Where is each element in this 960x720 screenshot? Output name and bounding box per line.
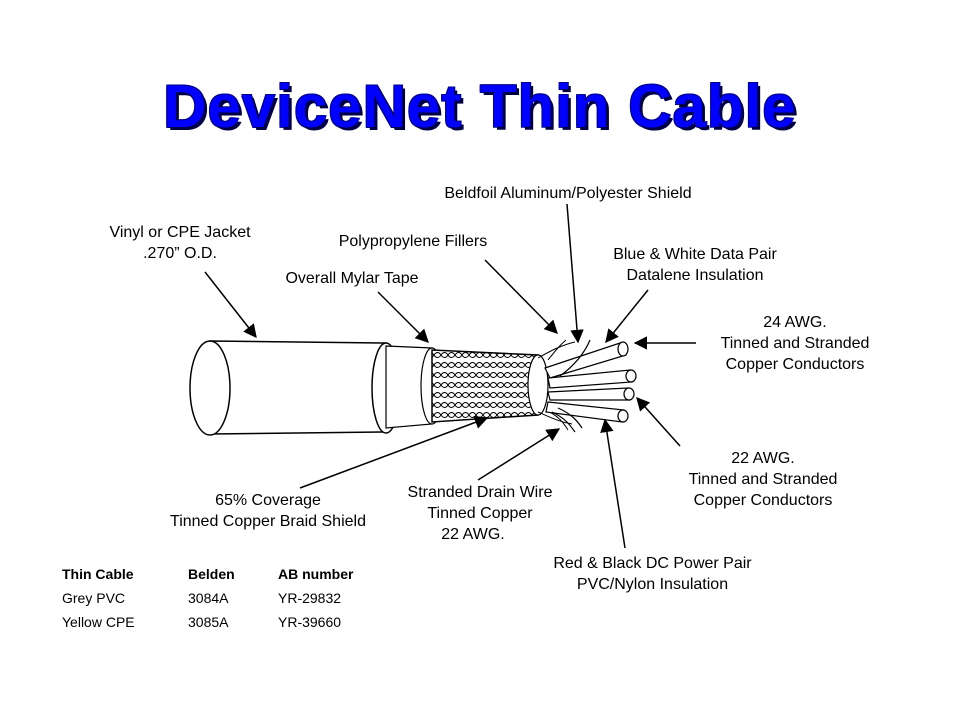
spec-table: Thin Cable Belden AB number Grey PVC 308… — [62, 566, 388, 638]
leader-arrows — [204, 203, 696, 549]
spec-cell: 3085A — [188, 614, 229, 630]
arrow-mylar — [377, 291, 429, 343]
spec-header: Thin Cable — [62, 566, 134, 582]
label-24awg: 24 AWG. Tinned and Stranded Copper Condu… — [720, 314, 870, 373]
conductors — [544, 339, 637, 433]
arrow-drain — [477, 428, 561, 481]
label-fillers: Polypropylene Fillers — [338, 233, 488, 250]
spec-cell: YR-39660 — [278, 614, 342, 630]
arrow-power-pair — [600, 418, 626, 549]
spec-header: AB number — [278, 566, 354, 582]
spec-cell: Grey PVC — [62, 590, 126, 606]
spec-header-row: Thin Cable Belden AB number — [62, 566, 388, 590]
arrow-data-pair — [605, 289, 649, 344]
arrow-braid — [299, 415, 489, 489]
spec-cell: YR-29832 — [278, 590, 342, 606]
label-data-pair: Blue & White Data Pair Datalene Insulati… — [613, 246, 777, 284]
table-row: Grey PVC 3084A YR-29832 — [62, 590, 388, 614]
table-row: Yellow CPE 3085A YR-39660 — [62, 614, 388, 638]
outer-jacket — [189, 340, 401, 436]
braid-shield — [431, 349, 549, 423]
label-mylar: Overall Mylar Tape — [285, 270, 419, 287]
mylar-tape-layer — [385, 345, 444, 429]
label-braid: 65% Coverage Tinned Copper Braid Shield — [170, 492, 366, 530]
spec-cell: 3084A — [188, 590, 229, 606]
spec-cell: Yellow CPE — [62, 614, 135, 630]
label-drain: Stranded Drain Wire Tinned Copper 22 AWG… — [407, 484, 553, 543]
label-jacket: Vinyl or CPE Jacket .270” O.D. — [109, 224, 251, 262]
arrow-jacket — [204, 271, 257, 339]
arrow-shield — [566, 203, 584, 344]
arrow-fillers — [484, 259, 558, 334]
label-22awg: 22 AWG. Tinned and Stranded Copper Condu… — [688, 450, 838, 509]
label-shield: Beldfoil Aluminum/Polyester Shield — [444, 185, 692, 202]
page-title: DeviceNet Thin Cable — [163, 73, 797, 140]
spec-header: Belden — [188, 566, 235, 582]
arrow-22awg — [636, 396, 681, 447]
label-power-pair: Red & Black DC Power Pair PVC/Nylon Insu… — [553, 555, 752, 593]
